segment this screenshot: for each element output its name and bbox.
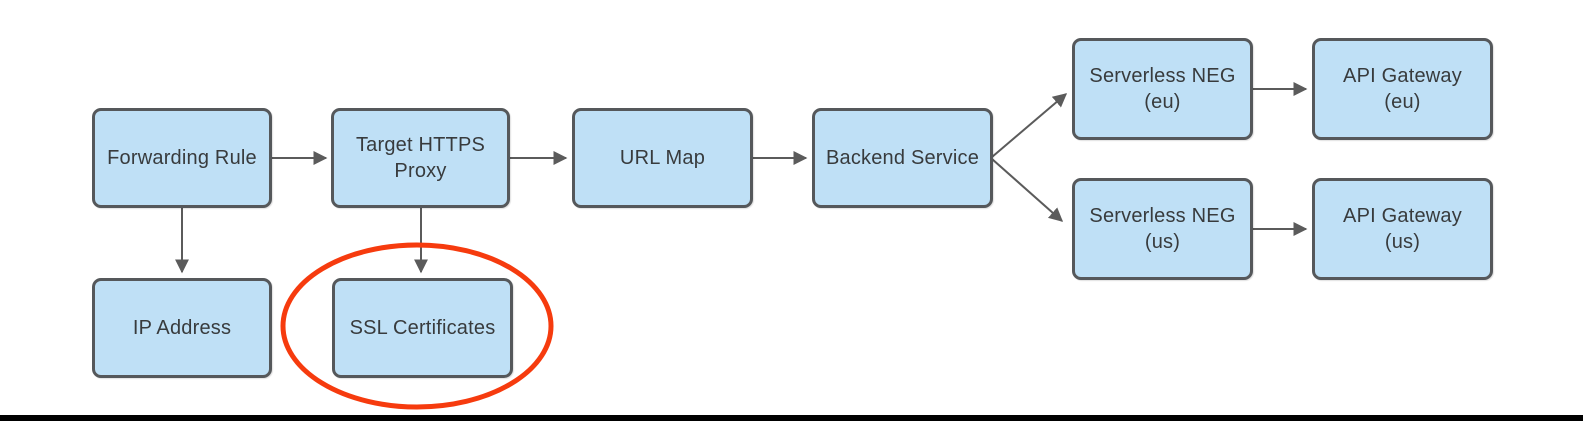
edge-backend-service-to-serverless-neg-eu: [991, 93, 1068, 158]
node-ip-address-label: IP Address: [132, 317, 232, 339]
node-ssl-certificates-label: SSL Certificates: [349, 317, 496, 339]
node-api-gateway-us: API Gateway (us): [1312, 178, 1493, 280]
node-forwarding-rule: Forwarding Rule: [92, 108, 272, 208]
node-serverless-neg-eu: Serverless NEG (eu): [1072, 38, 1253, 140]
node-target-https-proxy-label: Target HTTPS Proxy: [355, 134, 486, 182]
node-url-map: URL Map: [572, 108, 753, 208]
node-api-gateway-us-label: API Gateway (us): [1343, 205, 1462, 253]
highlight-ellipse: [280, 242, 554, 410]
node-serverless-neg-eu-label: Serverless NEG (eu): [1089, 65, 1236, 113]
node-forwarding-rule-label: Forwarding Rule: [107, 147, 257, 169]
node-api-gateway-eu: API Gateway (eu): [1312, 38, 1493, 140]
node-serverless-neg-us-label: Serverless NEG (us): [1089, 205, 1236, 253]
edge-backend-service-to-serverless-neg-us: [991, 158, 1064, 222]
bottom-border-bar: [0, 415, 1583, 421]
node-target-https-proxy: Target HTTPS Proxy: [331, 108, 510, 208]
node-ip-address: IP Address: [92, 278, 272, 378]
node-ssl-certificates: SSL Certificates: [332, 278, 513, 378]
node-url-map-label: URL Map: [619, 147, 706, 169]
node-backend-service: Backend Service: [812, 108, 993, 208]
node-serverless-neg-us: Serverless NEG (us): [1072, 178, 1253, 280]
node-api-gateway-eu-label: API Gateway (eu): [1343, 65, 1462, 113]
node-backend-service-label: Backend Service: [825, 147, 980, 169]
